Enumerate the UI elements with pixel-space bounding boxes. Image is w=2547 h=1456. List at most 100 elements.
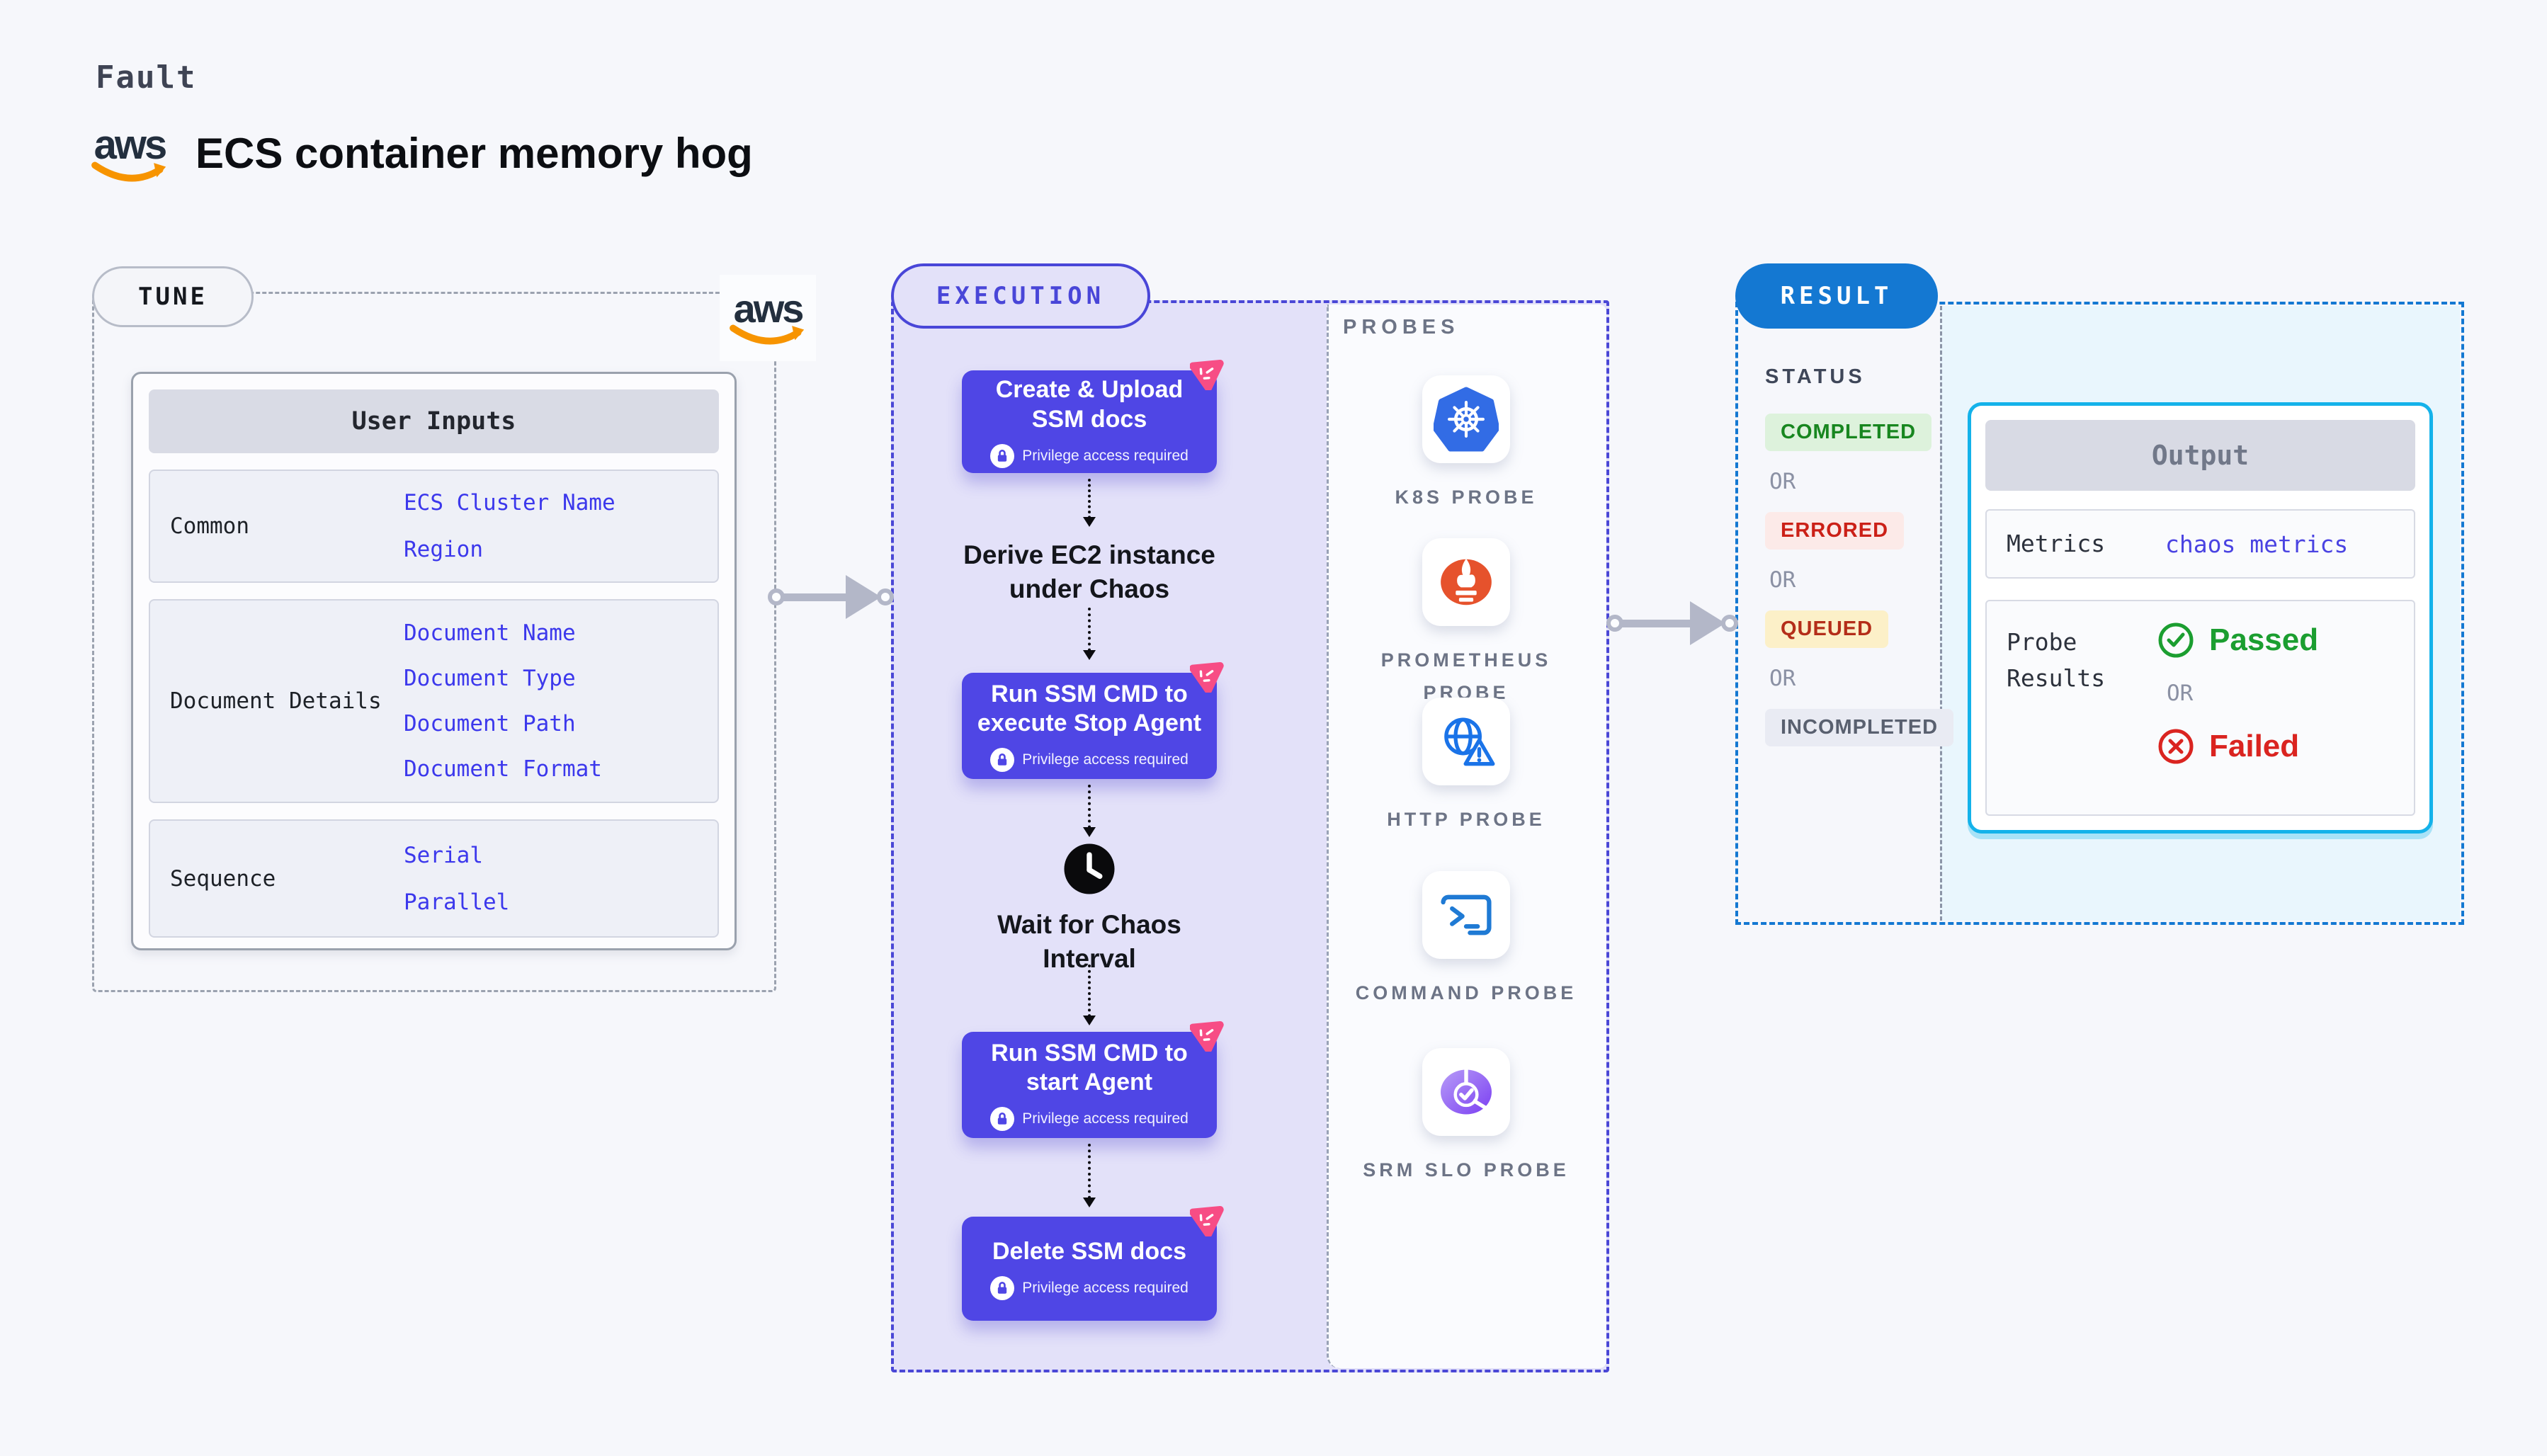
- metrics-label: Metrics: [2007, 530, 2106, 558]
- table-row-common: Common ECS Cluster Name Region: [149, 470, 719, 583]
- or-label: OR: [1769, 666, 1796, 691]
- chaos-step-icon: [1190, 359, 1224, 390]
- probe-http: HTTP PROBE: [1327, 698, 1605, 836]
- arrow-start-dot: [1606, 615, 1623, 632]
- input-value: Document Name: [404, 620, 576, 646]
- step-title: Run SSM CMD to start Agent: [991, 1039, 1188, 1096]
- passed-item: Passed: [2157, 621, 2318, 659]
- execution-badge: EXECUTION: [891, 263, 1150, 329]
- status-badge-queued: QUEUED: [1765, 610, 1889, 648]
- input-value: Document Format: [404, 756, 602, 782]
- privilege-pill: Privilege access required: [990, 1276, 1189, 1301]
- table-row-document-details: Document Details Document Name Document …: [149, 599, 719, 803]
- connector-arrow-icon: [1083, 965, 1096, 1025]
- x-circle-icon: [2158, 729, 2194, 764]
- row-label: Common: [170, 513, 249, 539]
- connector-arrow-icon: [1083, 785, 1096, 837]
- status-badge-completed: COMPLETED: [1765, 414, 1932, 451]
- or-label: OR: [2167, 681, 2194, 706]
- input-value: ECS Cluster Name: [404, 490, 616, 516]
- input-value: Region: [404, 537, 483, 562]
- output-header: Output: [1985, 420, 2415, 491]
- terminal-icon: [1422, 871, 1510, 959]
- output-card: Output Metrics chaos metrics Probe Resul…: [1968, 402, 2433, 834]
- input-value: Document Path: [404, 711, 576, 736]
- globe-warning-icon: [1422, 698, 1510, 785]
- probe-label: K8S PROBE: [1395, 487, 1538, 508]
- derive-ec2-label: Derive EC2 instance under Chaos: [963, 540, 1215, 604]
- input-value: Serial: [404, 842, 483, 868]
- connector-arrow-icon: [1083, 479, 1096, 527]
- lock-icon: [990, 1276, 1015, 1301]
- or-label: OR: [1769, 469, 1796, 494]
- step-title: Create & Upload SSM docs: [995, 376, 1184, 433]
- probe-label: COMMAND PROBE: [1355, 982, 1577, 1003]
- probes-title: PROBES: [1343, 316, 1460, 339]
- prometheus-icon: [1422, 538, 1510, 626]
- aws-smile-icon: [91, 161, 166, 182]
- check-circle-icon: [2158, 622, 2194, 658]
- aws-logo-text: aws: [93, 122, 168, 168]
- row-label: Sequence: [170, 865, 276, 892]
- aws-logo-icon: aws: [91, 125, 169, 184]
- lock-icon: [990, 443, 1015, 468]
- failed-label: Failed: [2209, 729, 2300, 763]
- privilege-label: Privilege access required: [1022, 1280, 1189, 1297]
- chaos-step-icon: [1190, 1205, 1224, 1236]
- clock-icon: [1063, 843, 1116, 899]
- probe-results-label: Probe Results: [2007, 628, 2106, 693]
- execution-to-result-arrow-icon: [1606, 598, 1738, 648]
- lock-icon: [990, 1107, 1015, 1132]
- arrow-head: [846, 575, 881, 619]
- arrow-start-dot: [768, 588, 785, 605]
- privilege-label: Privilege access required: [1022, 447, 1189, 464]
- tune-badge: TUNE: [92, 266, 254, 327]
- status-column: STATUS COMPLETED OR ERRORED OR QUEUED OR…: [1765, 365, 1954, 746]
- probe-label: HTTP PROBE: [1387, 809, 1545, 830]
- or-label: OR: [1769, 567, 1796, 593]
- step-title: Delete SSM docs: [992, 1237, 1186, 1265]
- chaos-step-icon: [1190, 1020, 1224, 1052]
- status-title: STATUS: [1765, 365, 1866, 388]
- arrow-end-dot: [877, 588, 894, 605]
- table-row-sequence: Sequence Serial Parallel: [149, 819, 719, 938]
- status-badge-errored: ERRORED: [1765, 512, 1905, 550]
- tune-to-execution-arrow-icon: [768, 572, 894, 622]
- aws-smile-icon: [730, 324, 805, 345]
- step-create-upload-ssm-docs: Create & Upload SSM docs Privilege acces…: [962, 359, 1224, 473]
- probe-k8s: K8S PROBE: [1327, 375, 1605, 514]
- privilege-pill: Privilege access required: [990, 1107, 1189, 1132]
- input-value: Document Type: [404, 666, 576, 691]
- privilege-pill: Privilege access required: [990, 443, 1189, 468]
- aws-logo-small-patch: aws: [720, 275, 816, 361]
- wait-chaos-interval-label: Wait for Chaos Interval: [997, 910, 1181, 974]
- result-badge: RESULT: [1735, 263, 1938, 329]
- row-values: Document Name Document Type Document Pat…: [404, 601, 602, 802]
- row-values: ECS Cluster Name Region: [404, 471, 616, 581]
- aws-logo-text: aws: [733, 286, 805, 331]
- arrow-line: [1621, 619, 1692, 627]
- metrics-row: Metrics chaos metrics: [1985, 509, 2415, 579]
- step-delete-ssm-docs: Delete SSM docs Privilege access require…: [962, 1205, 1224, 1321]
- probe-srm-slo: SRM SLO PROBE: [1327, 1048, 1605, 1187]
- probe-label: SRM SLO PROBE: [1363, 1159, 1570, 1181]
- arrow-head: [1690, 601, 1725, 645]
- input-value: Parallel: [404, 889, 510, 915]
- kubernetes-icon: [1422, 375, 1510, 463]
- user-inputs-header: User Inputs: [149, 389, 719, 453]
- privilege-label: Privilege access required: [1022, 1110, 1189, 1127]
- step-run-ssm-cmd-start-agent: Run SSM CMD to start Agent Privilege acc…: [962, 1020, 1224, 1138]
- privilege-pill: Privilege access required: [990, 748, 1189, 773]
- fault-kind-label: Fault: [96, 59, 197, 96]
- row-values: Serial Parallel: [404, 821, 509, 936]
- status-badge-incompleted: INCOMPLETED: [1765, 709, 1954, 746]
- user-inputs-table: User Inputs Common ECS Cluster Name Regi…: [131, 372, 737, 950]
- aws-logo-icon: aws: [728, 289, 807, 347]
- page-title: ECS container memory hog: [195, 130, 753, 177]
- step-run-ssm-cmd-stop-agent: Run SSM CMD to execute Stop Agent Privil…: [962, 661, 1224, 779]
- lock-icon: [990, 748, 1015, 773]
- probe-prometheus: PROMETHEUS PROBE: [1327, 538, 1605, 710]
- execution-panel: [891, 300, 1609, 1372]
- probes-sub-panel: [1327, 305, 1606, 1368]
